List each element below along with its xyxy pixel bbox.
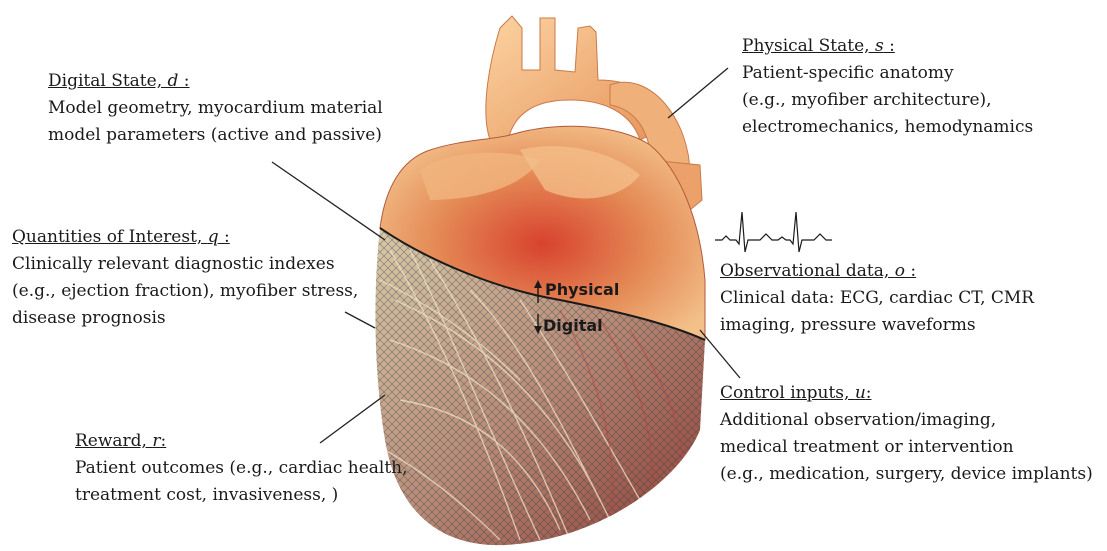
quantities-of-interest-line: (e.g., ejection fraction), myofiber stre… bbox=[12, 278, 358, 305]
quantities-of-interest-label: Quantities of Interest, q : Clinically r… bbox=[12, 224, 358, 332]
control-inputs-label: Control inputs, u: Additional observatio… bbox=[720, 380, 1093, 488]
digital-tag: Digital bbox=[543, 316, 603, 335]
physical-tag: Physical bbox=[545, 280, 619, 299]
physical-state-title: Physical State, s : bbox=[742, 33, 1033, 60]
observational-data-line: imaging, pressure waveforms bbox=[720, 312, 1034, 339]
observational-data-line: Clinical data: ECG, cardiac CT, CMR bbox=[720, 285, 1034, 312]
physical-state-label: Physical State, s : Patient-specific ana… bbox=[742, 33, 1033, 141]
digital-state-label: Digital State, d : Model geometry, myoca… bbox=[48, 68, 383, 149]
leader-physical-state bbox=[668, 68, 728, 118]
physical-state-line: (e.g., myofiber architecture), bbox=[742, 87, 1033, 114]
reward-line: Patient outcomes (e.g., cardiac health, bbox=[75, 455, 408, 482]
digital-state-line: model parameters (active and passive) bbox=[48, 122, 383, 149]
control-inputs-title: Control inputs, u: bbox=[720, 380, 1093, 407]
control-inputs-line: Additional observation/imaging, bbox=[720, 407, 1093, 434]
quantities-of-interest-line: disease prognosis bbox=[12, 305, 358, 332]
quantities-of-interest-line: Clinically relevant diagnostic indexes bbox=[12, 251, 358, 278]
observational-data-label: Observational data, o : Clinical data: E… bbox=[720, 258, 1034, 339]
control-inputs-line: medical treatment or intervention bbox=[720, 434, 1093, 461]
observational-data-title: Observational data, o : bbox=[720, 258, 1034, 285]
digital-state-title: Digital State, d : bbox=[48, 68, 383, 95]
reward-label: Reward, r: Patient outcomes (e.g., cardi… bbox=[75, 428, 408, 509]
reward-line: treatment cost, invasiveness, ) bbox=[75, 482, 408, 509]
reward-title: Reward, r: bbox=[75, 428, 408, 455]
physical-state-line: Patient-specific anatomy bbox=[742, 60, 1033, 87]
digital-state-line: Model geometry, myocardium material bbox=[48, 95, 383, 122]
quantities-of-interest-title: Quantities of Interest, q : bbox=[12, 224, 358, 251]
physical-state-line: electromechanics, hemodynamics bbox=[742, 114, 1033, 141]
control-inputs-line: (e.g., medication, surgery, device impla… bbox=[720, 461, 1093, 488]
ecg-waveform-icon bbox=[715, 212, 832, 252]
